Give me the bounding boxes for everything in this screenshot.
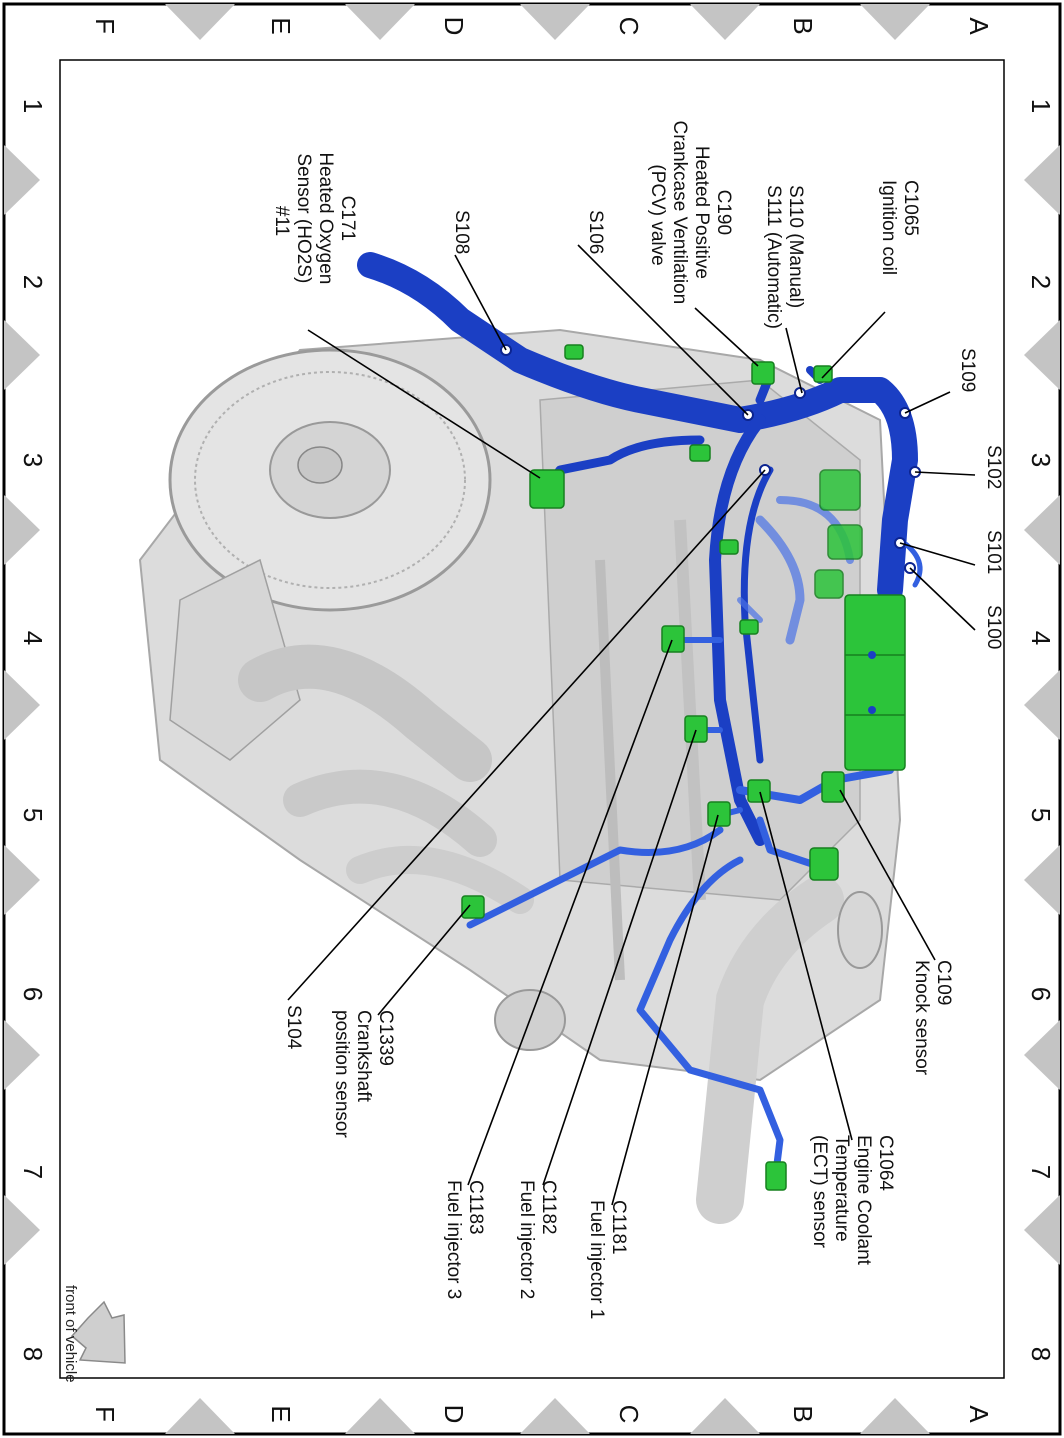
- c190-connector: [751, 361, 775, 385]
- grid-row-a-bottom: A: [964, 1405, 994, 1423]
- c1065-connector: [813, 365, 833, 383]
- grid-row-a-top: A: [964, 17, 994, 35]
- label-c1181: C1181 Fuel injector 1: [586, 1200, 629, 1319]
- label-s108: S108: [451, 210, 472, 254]
- grid-col-2-right: 2: [1026, 275, 1056, 289]
- label-s106: S106: [585, 210, 606, 254]
- label-c1339: C1339 Crankshaft position sensor: [331, 1010, 396, 1138]
- grid-col-1-right: 1: [1026, 99, 1056, 113]
- grid-col-3-right: 3: [1026, 453, 1056, 467]
- grid-row-b-top: B: [788, 17, 818, 34]
- label-s104: S104: [283, 1005, 304, 1050]
- grid-col-8-left: 8: [18, 1347, 48, 1361]
- grid-row-f-top: F: [90, 18, 120, 34]
- border-markers: [4, 4, 1060, 1434]
- pcm-connector: [844, 594, 906, 771]
- label-c1182: C1182 Fuel injector 2: [516, 1180, 559, 1299]
- grid-row-d-bottom: D: [439, 1405, 469, 1424]
- c1181-connector: [707, 801, 731, 827]
- splice-markers: [500, 344, 921, 574]
- coil-cluster: [814, 469, 863, 599]
- grid-letters-bottom: A B C D E F: [90, 1405, 994, 1424]
- c1064-connector: [747, 779, 771, 803]
- label-c190: C190 Heated Positive Crankcase Ventilati…: [647, 120, 734, 309]
- grid-col-7-left: 7: [18, 1165, 48, 1179]
- grid-col-3-left: 3: [18, 453, 48, 467]
- label-c109: C109 Knock sensor: [911, 960, 954, 1076]
- grid-row-c-bottom: C: [614, 1405, 644, 1424]
- c109-connector: [821, 771, 845, 803]
- front-of-vehicle-label: front of vehicle: [62, 1285, 79, 1383]
- c171-connector: [529, 469, 565, 509]
- engine-illustration: [138, 328, 902, 1224]
- label-s102: S102: [983, 445, 1004, 489]
- front-arrow-icon: [70, 1300, 126, 1364]
- grid-col-7-right: 7: [1026, 1165, 1056, 1179]
- front-of-vehicle-indicator: front of vehicle: [62, 1285, 126, 1383]
- grid-col-4-right: 4: [1026, 631, 1056, 645]
- grid-col-6-left: 6: [18, 987, 48, 1001]
- grid-col-2-left: 2: [18, 275, 48, 289]
- label-s109: S109: [957, 348, 978, 392]
- leader-lines: [287, 244, 976, 1206]
- label-s100: S100: [983, 605, 1004, 649]
- grid-row-c-top: C: [614, 17, 644, 36]
- grid-col-1-left: 1: [18, 99, 48, 113]
- c1182-connector: [684, 715, 708, 743]
- label-c171: C171 Heated Oxygen Sensor (HO2S) #11: [271, 152, 358, 289]
- grid-row-e-top: E: [266, 17, 296, 34]
- grid-row-f-bottom: F: [90, 1406, 120, 1422]
- grid-col-6-right: 6: [1026, 987, 1056, 1001]
- grid-col-4-left: 4: [18, 631, 48, 645]
- c1339-connector: [461, 895, 485, 919]
- label-s101: S101: [983, 530, 1004, 574]
- grid-col-8-right: 8: [1026, 1347, 1056, 1361]
- callout-labels: C1065 Ignition coil S110 (Manual) S111 (…: [271, 120, 1004, 1319]
- c1183-connector: [661, 625, 685, 653]
- inner-frame: [59, 59, 1005, 1379]
- grid-numbers-left: 1 2 3 4 5 6 7 8: [18, 99, 48, 1361]
- grid-col-5-right: 5: [1026, 808, 1056, 822]
- label-c1065: C1065 Ignition coil: [878, 180, 921, 275]
- grid-col-5-left: 5: [18, 808, 48, 822]
- grid-letters-top: A B C D E F: [90, 17, 994, 36]
- grid-row-b-bottom: B: [788, 1405, 818, 1422]
- connectors: [461, 344, 906, 1191]
- label-c1183: C1183 Fuel injector 3: [443, 1180, 486, 1299]
- grid-row-d-top: D: [439, 17, 469, 36]
- grid-row-e-bottom: E: [266, 1405, 296, 1422]
- label-s110: S110 (Manual) S111 (Automatic): [763, 185, 806, 329]
- flywheel: [168, 348, 492, 612]
- grid-numbers-right: 1 2 3 4 5 6 7 8: [1026, 99, 1056, 1361]
- label-c1064: C1064 Engine Coolant Temperature (ECT) s…: [809, 1135, 896, 1270]
